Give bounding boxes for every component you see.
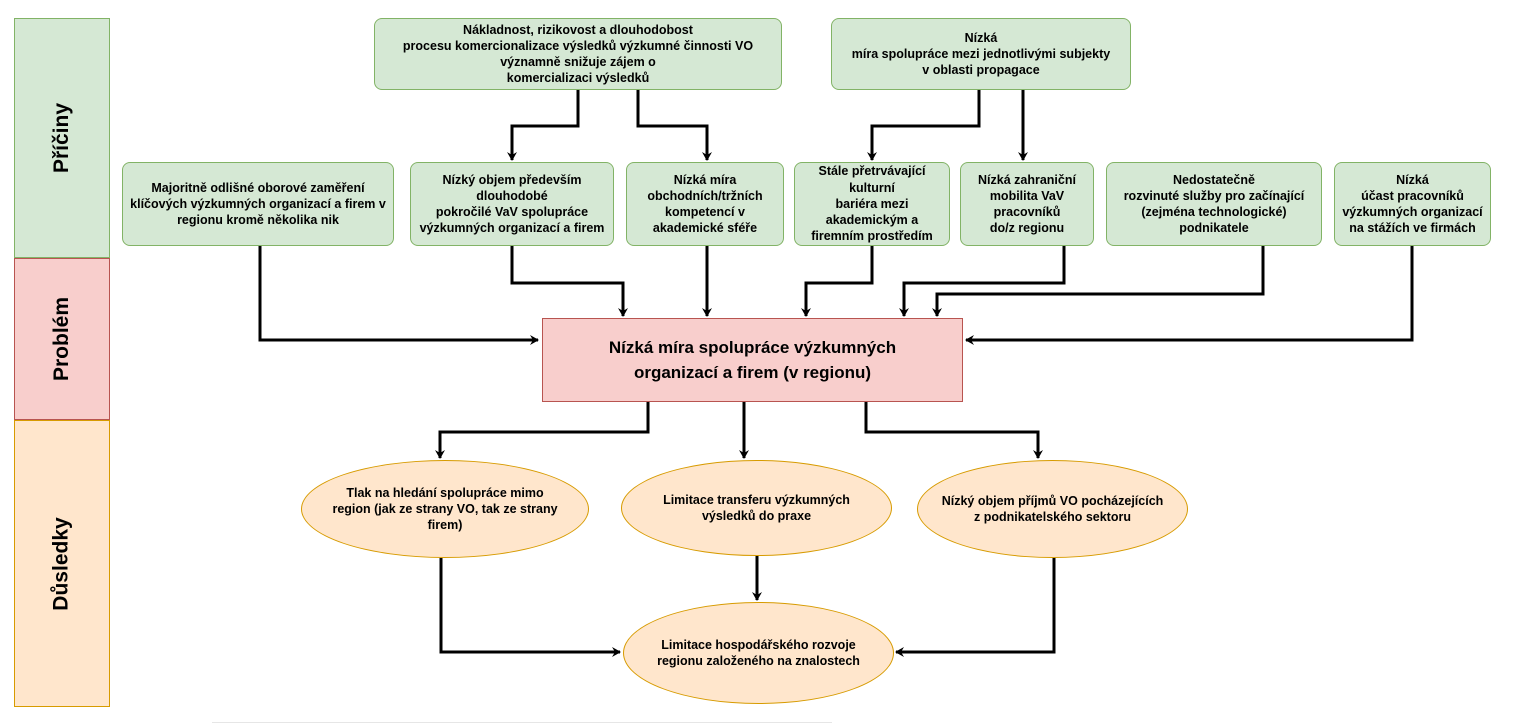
cause-different-focus-box: Majoritně odlišné oborové zaměření klíčo… <box>122 162 394 246</box>
band-consequences: Důsledky <box>14 420 110 707</box>
cause-startup-services-text: Nedostatečně rozvinuté služby pro začína… <box>1123 172 1305 236</box>
cause-startup-services-box: Nedostatečně rozvinuté služby pro začína… <box>1106 162 1322 246</box>
problem-box: Nízká míra spolupráce výzkumných organiz… <box>542 318 963 402</box>
cause-low-promotion-cooperation-box: Nízká míra spolupráce mezi jednotlivými … <box>831 18 1131 90</box>
band-problem: Problém <box>14 258 110 420</box>
cause-low-promotion-cooperation-text: Nízká míra spolupráce mezi jednotlivými … <box>851 30 1111 78</box>
arrow-volume-to-problem <box>510 246 628 317</box>
arrow-startup-to-problem <box>932 246 1265 317</box>
cause-cultural-barrier-text: Stále přetrvávající kulturní bariéra mez… <box>811 164 933 244</box>
arrow-focus-to-problem <box>258 246 539 345</box>
cause-low-mobility-box: Nízká zahraniční mobilita VaV pracovníků… <box>960 162 1094 246</box>
cause-different-focus-text: Majoritně odlišné oborové zaměření klíčo… <box>130 180 386 228</box>
arrow-problem-to-pressure <box>435 402 650 459</box>
arrow-barrier-to-problem <box>801 246 874 317</box>
arrow-promotion-to-barrier <box>867 90 981 161</box>
arrow-costliness-to-volume <box>507 90 580 161</box>
cause-costliness-box: Nákladnost, rizikovost a dlouhodobost pr… <box>374 18 782 90</box>
consequence-pressure-outside-text: Tlak na hledání spolupráce mimo region (… <box>332 485 558 533</box>
arrow-costliness-to-skills <box>636 90 712 161</box>
cause-low-business-skills-box: Nízká míra obchodních/tržních kompetencí… <box>626 162 784 246</box>
arrow-mobility-to-problem <box>899 246 1066 317</box>
band-causes: Příčiny <box>14 18 110 258</box>
cause-low-internships-text: Nízká účast pracovníků výzkumných organi… <box>1342 172 1483 236</box>
consequence-pressure-outside-ellipse: Tlak na hledání spolupráce mimo region (… <box>301 460 589 558</box>
cause-low-business-skills-text: Nízká míra obchodních/tržních kompetencí… <box>647 172 763 236</box>
consequence-economic-limits-ellipse: Limitace hospodářského rozvoje regionu z… <box>623 602 894 704</box>
cause-low-internships-box: Nízká účast pracovníků výzkumných organi… <box>1334 162 1491 246</box>
bottom-divider <box>212 722 832 723</box>
consequence-transfer-limits-text: Limitace transferu výzkumných výsledků d… <box>663 492 850 523</box>
cause-low-mobility-text: Nízká zahraniční mobilita VaV pracovníků… <box>978 172 1076 236</box>
consequence-low-income-ellipse: Nízký objem příjmů VO pocházejících z po… <box>917 460 1188 558</box>
arrow-pressure-to-economic <box>439 558 621 657</box>
arrow-problem-to-income <box>864 402 1043 459</box>
cause-low-volume-rd-box: Nízký objem především dlouhodobé pokroči… <box>410 162 614 246</box>
problem-text: Nízká míra spolupráce výzkumných organiz… <box>608 337 897 383</box>
arrow-internships-to-problem <box>965 246 1414 345</box>
cause-costliness-text: Nákladnost, rizikovost a dlouhodobost pr… <box>402 22 754 86</box>
consequence-economic-limits-text: Limitace hospodářského rozvoje regionu z… <box>657 637 860 668</box>
cause-cultural-barrier-box: Stále přetrvávající kulturní bariéra mez… <box>794 162 950 246</box>
consequence-transfer-limits-ellipse: Limitace transferu výzkumných výsledků d… <box>621 460 892 556</box>
arrow-income-to-economic <box>895 558 1056 657</box>
cause-low-volume-rd-text: Nízký objem především dlouhodobé pokroči… <box>419 172 605 236</box>
consequence-low-income-text: Nízký objem příjmů VO pocházejících z po… <box>941 493 1164 524</box>
